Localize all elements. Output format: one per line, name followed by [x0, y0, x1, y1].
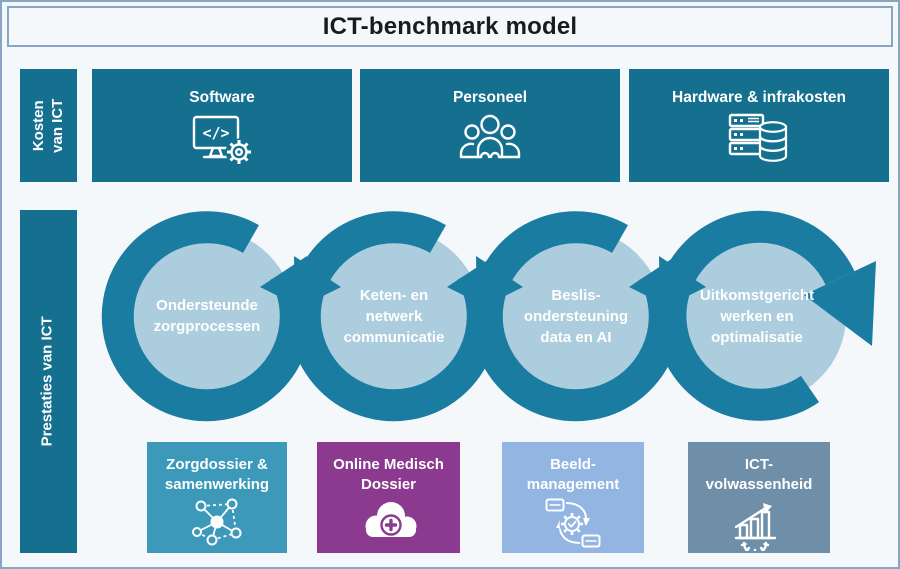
- title-bar: ICT-benchmark model: [7, 6, 893, 47]
- hardware-infrakosten-label: Hardware & infrakosten: [672, 89, 846, 106]
- kosten-van-ict-label: Kosten van ICT: [29, 98, 66, 153]
- svg-text:</>: </>: [202, 124, 229, 142]
- row-label-kosten-van-ict: Kosten van ICT: [20, 69, 77, 182]
- cost-box-software: Software </>: [92, 69, 352, 182]
- performance-box-online-medisch-dossier: Online Medisch Dossier: [317, 442, 460, 553]
- medical-cloud-icon: [365, 502, 416, 537]
- online-medisch-dossier-label: Online Medisch Dossier: [333, 456, 444, 493]
- network-nodes-icon: [192, 498, 242, 546]
- cycle-arrow-3: [470, 211, 681, 422]
- growth-chart-gear-icon: [734, 503, 777, 551]
- performance-box-beeldmanagement: Beeld-management: [502, 442, 644, 553]
- performance-box-ict-volwassenheid: ICT-volwassenheid: [688, 442, 830, 553]
- ict-volwassenheid-label: ICT-volwassenheid: [705, 456, 813, 493]
- performance-box-zorgdossier: Zorgdossier & samenwerking: [147, 442, 287, 553]
- cost-box-personeel: Personeel: [360, 69, 620, 182]
- zorgdossier-label: Zorgdossier & samenwerking: [164, 456, 270, 493]
- people-group-icon: [459, 114, 521, 159]
- server-database-icon: [728, 113, 788, 162]
- software-label: Software: [189, 89, 255, 106]
- prestaties-van-ict-label: Prestaties van ICT: [39, 316, 57, 447]
- process-gear-icon: [545, 498, 601, 548]
- monitor-code-gear-icon: </>: [192, 115, 253, 166]
- cycle-arrow-4: [654, 210, 876, 421]
- row-label-prestaties-van-ict: Prestaties van ICT: [20, 210, 77, 553]
- beeldmanagement-label: Beeld-management: [526, 456, 620, 493]
- personeel-label: Personeel: [452, 89, 528, 106]
- page-title: ICT-benchmark model: [322, 12, 578, 40]
- cost-box-hardware: Hardware & infrakosten: [629, 69, 889, 182]
